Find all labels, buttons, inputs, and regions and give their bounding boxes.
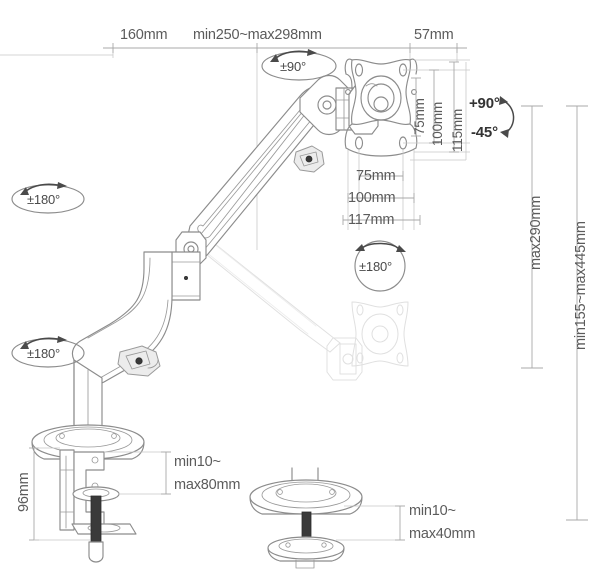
dim-label-vesa-v-100: 100mm [430, 101, 445, 146]
vesa-plate-assembly [344, 58, 418, 157]
dim-label-vesa-offset: 57mm [414, 27, 454, 43]
grommet-mount [249, 467, 363, 569]
rotation-badge-vesa-roll-180 [354, 240, 406, 292]
vesa-vertical-dimensions [403, 59, 470, 161]
ghost-arm-lowered [195, 235, 409, 381]
dim-label-clamp-thickness-line1: min10~ [174, 454, 221, 470]
rotation-badge-base-180 [11, 336, 85, 368]
desk-clamp-base [31, 424, 145, 563]
gas-spring-arm [175, 74, 365, 267]
vesa-horizontal-dimensions [342, 150, 421, 230]
dim-label-vesa-h-117: 117mm [348, 212, 395, 228]
dim-label-grommet-thickness-line1: min10~ [409, 503, 456, 519]
vertical-post-and-lower-arm [71, 251, 201, 439]
rotation-badge-pan-90 [261, 49, 337, 81]
grommet-dimension-lines [336, 505, 405, 541]
dim-label-vesa-h-75: 75mm [356, 168, 396, 184]
dim-label-height-max290: max290mm [528, 195, 544, 270]
top-dimension-lines [0, 43, 467, 250]
rotation-badge-arm-180 [11, 182, 85, 214]
dim-label-grommet-thickness-line2: max40mm [409, 526, 476, 542]
dim-label-vesa-v-75: 75mm [412, 98, 427, 135]
height-dimension-lines [521, 105, 588, 521]
clamp-dimension-lines [29, 447, 171, 541]
rotation-label-base-180: ±180° [27, 346, 61, 361]
tilt-down-label: -45° [471, 124, 498, 141]
dim-label-clamp-post-height: 96mm [16, 472, 32, 513]
tilt-up-label: +90° [469, 95, 500, 112]
dim-label-height-range: min155~max445mm [573, 221, 589, 350]
rotation-label-vesa-roll-180: ±180° [359, 259, 393, 274]
rotation-label-pan-90: ±90° [280, 59, 306, 74]
dim-label-depth-base-to-joint: 160mm [120, 27, 168, 43]
rotation-label-arm-180: ±180° [27, 192, 61, 207]
dim-label-vesa-h-100: 100mm [348, 190, 396, 206]
dim-label-vesa-v-115: 115mm [450, 108, 465, 152]
tilt-arc-arrow [499, 96, 515, 138]
dim-label-clamp-thickness-line2: max80mm [174, 477, 241, 493]
dim-label-arm-extension: min250~max298mm [193, 27, 322, 43]
